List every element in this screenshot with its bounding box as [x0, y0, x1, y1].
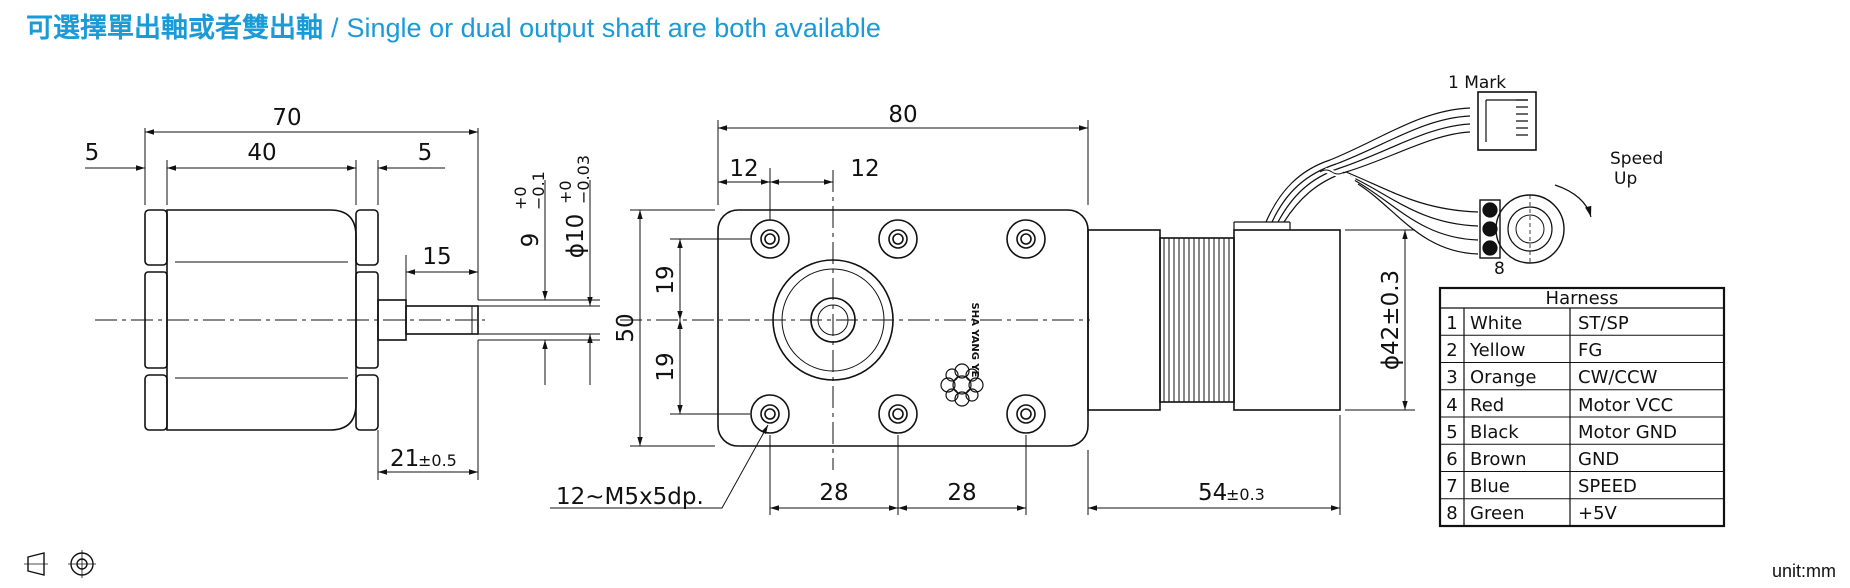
brand-logo: [940, 363, 984, 407]
harness-no: 2: [1446, 340, 1457, 361]
left-flange-bottom: [144, 374, 168, 431]
harness-func: GND: [1578, 449, 1619, 470]
pot-base: [1479, 199, 1501, 259]
connector-housing: [1477, 91, 1537, 151]
harness-color: Yellow: [1469, 340, 1525, 361]
front-shaft: [810, 297, 856, 343]
dim-42: ϕ42±0.3: [1378, 270, 1404, 370]
mounting-holes: [750, 219, 1046, 434]
front-dimensions: [550, 120, 1415, 515]
projection-symbol-icon: [24, 550, 96, 578]
harness-no: 5: [1446, 422, 1457, 443]
side-view: [95, 209, 485, 431]
harness-color: Blue: [1470, 476, 1510, 497]
motor-rear-cap: [1087, 229, 1161, 411]
harness-table: [1438, 286, 1726, 528]
harness-title: Harness: [1546, 288, 1619, 309]
dim-15: 15: [422, 244, 451, 270]
motor-ribbed-section: [1159, 237, 1235, 403]
harness-func: ST/SP: [1578, 313, 1629, 334]
harness-no: 1: [1446, 313, 1457, 334]
title-english: Single or dual output shaft are both ava…: [346, 13, 881, 43]
harness-no: 3: [1446, 367, 1457, 388]
dim-80: 80: [888, 102, 917, 128]
holes-leader: [550, 424, 769, 509]
front-view: [620, 170, 1341, 470]
title-chinese: 可選擇單出軸或者雙出軸: [26, 13, 323, 44]
harness-no: 7: [1446, 476, 1457, 497]
harness-no: 4: [1446, 395, 1457, 416]
harness-no: 6: [1446, 449, 1457, 470]
title-separator: /: [331, 13, 339, 43]
dim-50: 50: [613, 313, 639, 342]
harness-func: CW/CCW: [1578, 367, 1658, 388]
motor-ribs: [1163, 238, 1230, 402]
front-boss-outer: [772, 259, 894, 381]
dim-28-left: 28: [819, 480, 848, 506]
page-title: 可選擇單出軸或者雙出軸 /Single or dual output shaft …: [26, 6, 881, 45]
harness-color: Brown: [1470, 449, 1527, 470]
dim-shaft-dia-plus: +0: [556, 180, 575, 204]
harness-color: Black: [1470, 422, 1519, 443]
dim-12-right: 12: [850, 156, 879, 182]
harness-func: Motor VCC: [1578, 395, 1673, 416]
harness-func: Motor GND: [1578, 422, 1677, 443]
harness-func: SPEED: [1578, 476, 1637, 497]
harness-func: FG: [1578, 340, 1602, 361]
right-flange-top: [355, 209, 379, 266]
holes-note: 12~M5x5dp.: [556, 484, 704, 510]
harness-cells: Harness 1 White ST/SP 2 Yellow FG 3 Oran…: [1446, 288, 1677, 524]
brand-text: SHA YANG YE: [969, 303, 980, 378]
speed-label-line2: Up: [1614, 169, 1637, 189]
dim-9-plus: +0: [511, 186, 530, 210]
side-shaft: [405, 305, 479, 335]
dim-54: 54: [1198, 480, 1227, 506]
dim-70: 70: [272, 105, 301, 131]
dim-9-minus: −0.1: [529, 171, 548, 210]
harness-no: 8: [1446, 503, 1457, 524]
harness-func: +5V: [1578, 503, 1618, 524]
right-flange-bottom: [355, 374, 379, 431]
dim-5-right: 5: [418, 140, 433, 166]
dim-shaft-dia: ϕ10: [563, 214, 589, 258]
dim-12-left: 12: [729, 156, 758, 182]
pin-1-mark: 1 Mark: [1448, 73, 1506, 93]
dim-54-tol: ±0.3: [1226, 485, 1265, 504]
wire-harness: [1265, 91, 1592, 264]
dim-19-bottom: 19: [653, 352, 679, 381]
motor-can: [1233, 229, 1341, 411]
dim-5-left: 5: [85, 140, 100, 166]
dim-shaft-dia-minus: −0.03: [574, 155, 593, 204]
dim-28-right: 28: [947, 480, 976, 506]
left-flange-top: [144, 209, 168, 266]
pin-8-label: 8: [1494, 259, 1505, 279]
harness-table-outer: [1438, 286, 1726, 528]
dim-40: 40: [247, 140, 276, 166]
unit-label: unit:mm: [1771, 561, 1836, 581]
harness-color: Red: [1470, 395, 1504, 416]
side-dimensions: [85, 128, 600, 480]
dim-19-top: 19: [653, 265, 679, 294]
harness-color: White: [1470, 313, 1522, 334]
dim-21: 21: [390, 446, 419, 472]
speed-label-line1: Speed: [1610, 149, 1663, 169]
side-body: [166, 209, 357, 431]
dim-21-tol: ±0.5: [418, 451, 457, 470]
harness-color: Orange: [1470, 367, 1537, 388]
speed-arrow: [1554, 184, 1592, 218]
harness-color: Green: [1470, 503, 1525, 524]
dim-9: 9: [518, 233, 544, 248]
